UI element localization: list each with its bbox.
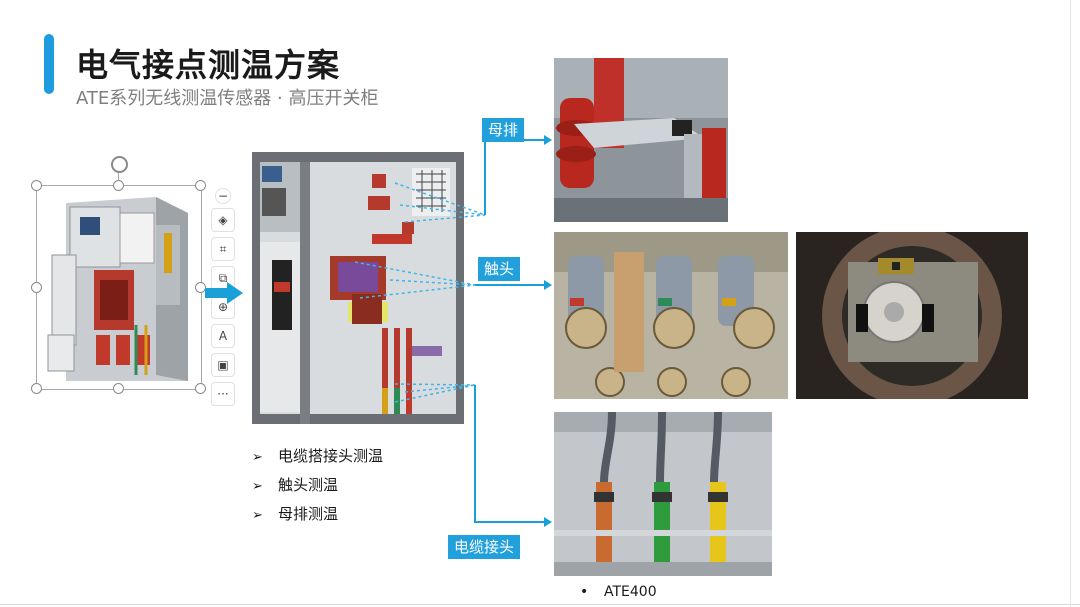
resize-handle-ne[interactable] bbox=[195, 180, 206, 191]
busbar-tag: 母排 bbox=[482, 118, 525, 142]
title-accent-bar bbox=[44, 34, 54, 94]
resize-handle-n[interactable] bbox=[113, 180, 124, 191]
resize-handle-sw[interactable] bbox=[31, 383, 42, 394]
layers-icon[interactable]: ◈ bbox=[211, 208, 235, 232]
rotate-connector bbox=[118, 172, 119, 185]
minus-icon[interactable]: − bbox=[215, 188, 231, 204]
contact-sensors-photo bbox=[554, 232, 788, 399]
list-item: ➢触头测温 bbox=[252, 476, 339, 494]
dot-bullet-icon: • bbox=[580, 584, 589, 600]
text-recognition-icon[interactable]: A bbox=[211, 324, 235, 348]
right-arrow-icon bbox=[205, 282, 243, 304]
contact-tag: 触头 bbox=[478, 257, 521, 281]
resize-handle-s[interactable] bbox=[113, 383, 124, 394]
busbar-sensor-photo bbox=[554, 58, 728, 222]
list-item: ➢母排测温 bbox=[252, 505, 339, 523]
resize-handle-w[interactable] bbox=[31, 282, 42, 293]
page-subtitle: ATE系列无线测温传感器 · 高压开关柜 bbox=[76, 88, 379, 109]
slide-bottom-edge bbox=[0, 604, 1080, 605]
more-icon[interactable]: ··· bbox=[211, 382, 235, 406]
switchgear-cabinet-image[interactable] bbox=[36, 185, 200, 388]
cable-joint-tag: 电缆接头 bbox=[448, 535, 521, 559]
contact-closeup-photo bbox=[796, 232, 1028, 399]
page-title: 电气接点测温方案 bbox=[76, 46, 341, 84]
image-edit-icon[interactable]: ▣ bbox=[211, 353, 235, 377]
arrow-bullet-icon: ➢ bbox=[252, 479, 263, 494]
list-item: ➢电缆搭接头测温 bbox=[252, 447, 384, 465]
resize-handle-e[interactable] bbox=[195, 282, 206, 293]
sensor-model-label: •ATE400 bbox=[580, 584, 657, 600]
resize-handle-nw[interactable] bbox=[31, 180, 42, 191]
rotate-handle-icon[interactable] bbox=[111, 156, 128, 173]
arrow-bullet-icon: ➢ bbox=[252, 450, 263, 465]
cable-joint-sensors-photo bbox=[554, 412, 772, 576]
arrow-bullet-icon: ➢ bbox=[252, 508, 263, 523]
slide-right-edge bbox=[1070, 0, 1071, 607]
resize-handle-se[interactable] bbox=[195, 383, 206, 394]
crop-icon[interactable]: ⌗ bbox=[211, 237, 235, 261]
